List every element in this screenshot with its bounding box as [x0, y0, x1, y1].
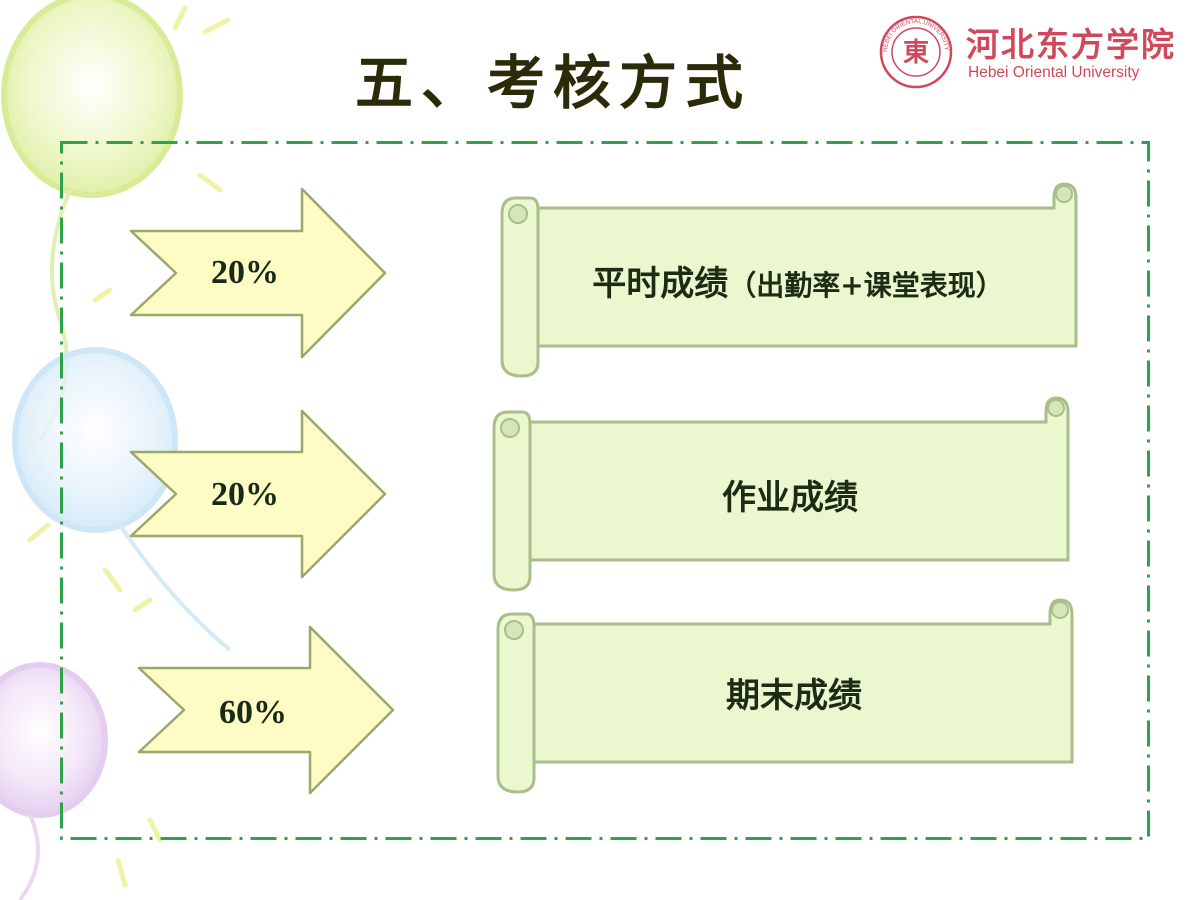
- assessment-item: 60% 期末成绩: [136, 598, 1086, 814]
- arrow-shape: [137, 625, 395, 795]
- assessment-label: 期末成绩: [726, 676, 862, 716]
- university-name-en: Hebei Oriental University: [968, 64, 1140, 81]
- slide-title: 五、考核方式: [355, 49, 752, 117]
- percent-label: 60%: [219, 694, 287, 731]
- scroll-text: 作业成绩: [530, 470, 1050, 519]
- assessment-item: 20% 平时成绩（出勤率+课堂表现）: [128, 182, 1078, 382]
- scroll-text: 期末成绩: [534, 668, 1054, 717]
- university-logo: HEBEI ORIENTAL UNIVERSITY 東 河北东方学院 Hebei…: [878, 14, 1178, 90]
- scroll-banner: [496, 598, 1074, 794]
- scroll-banner: [492, 396, 1070, 592]
- percent-label: 20%: [211, 476, 279, 513]
- assessment-label: 作业成绩: [722, 478, 858, 518]
- scroll-banner: [500, 182, 1078, 378]
- arrow-shape: [129, 409, 387, 579]
- percent-label: 20%: [211, 254, 279, 291]
- university-name-cn: 河北东方学院: [966, 25, 1176, 64]
- content-frame: [60, 141, 1150, 840]
- assessment-item: 20% 作业成绩: [128, 396, 1078, 598]
- assessment-detail: （出勤率+课堂表现）: [728, 269, 1004, 302]
- arrow-shape: [129, 187, 387, 359]
- seal-center-glyph: 東: [903, 38, 929, 68]
- assessment-label: 平时成绩: [592, 264, 729, 304]
- scroll-text: 平时成绩（出勤率+课堂表现）: [538, 256, 1058, 305]
- university-seal-icon: HEBEI ORIENTAL UNIVERSITY 東: [879, 15, 953, 89]
